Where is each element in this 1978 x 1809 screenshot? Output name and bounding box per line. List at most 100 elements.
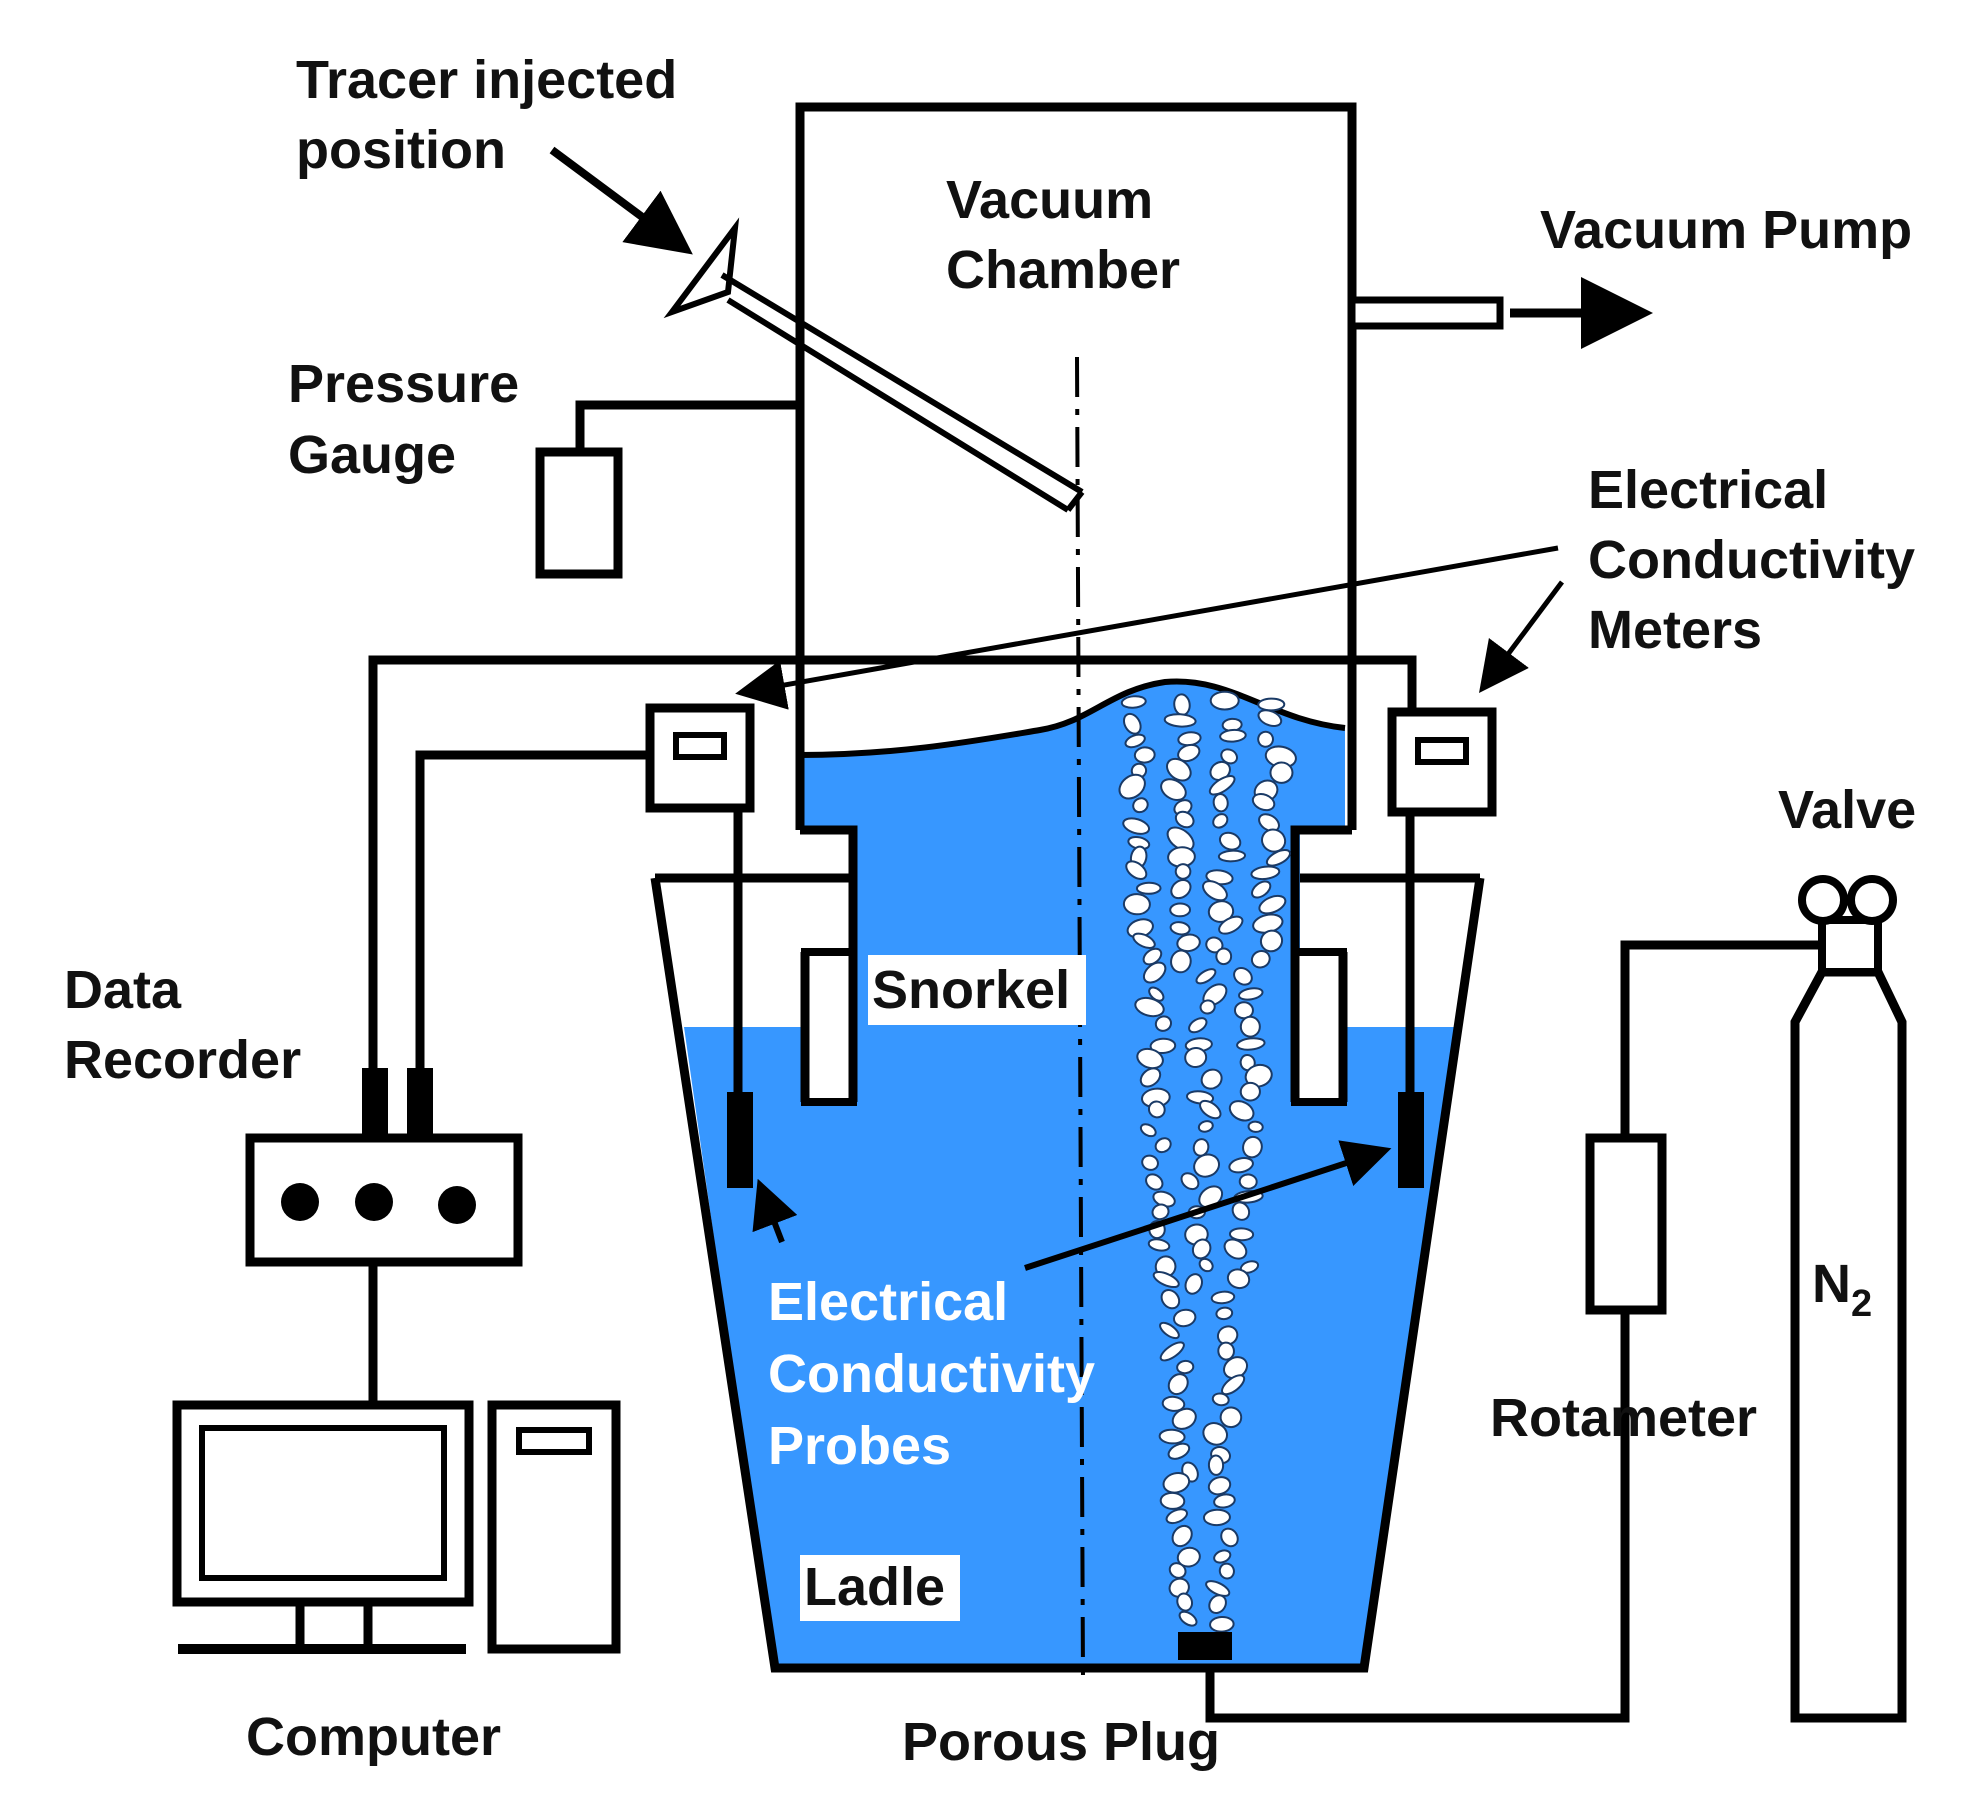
bubble <box>1163 713 1197 728</box>
bubble <box>1133 746 1156 764</box>
bubble <box>1242 1135 1263 1159</box>
bubble <box>1258 894 1287 915</box>
bubble <box>1168 1562 1187 1579</box>
bubble <box>1211 1392 1230 1407</box>
chamber-free-surface <box>799 678 1346 758</box>
tracer-arrow <box>549 146 693 255</box>
bubble <box>1171 1407 1197 1430</box>
bubble <box>1215 947 1233 966</box>
bubble <box>1132 932 1156 950</box>
bubble <box>1122 712 1142 735</box>
bubble <box>1136 1047 1164 1070</box>
bubble <box>1174 810 1195 829</box>
bubble <box>1215 1306 1234 1321</box>
bubble <box>1184 1046 1208 1069</box>
bubble <box>1236 1037 1266 1051</box>
porous-plug <box>1178 1632 1232 1660</box>
ec-probe-left <box>727 1092 753 1188</box>
bubble <box>1244 1063 1273 1088</box>
vacuum-chamber-label-line2: Chamber <box>946 240 1180 300</box>
bubble <box>1233 966 1253 986</box>
bubble <box>1219 728 1247 743</box>
probes-arrow-left <box>752 1178 798 1244</box>
bubble <box>1176 1592 1194 1612</box>
bubble <box>1141 1154 1159 1171</box>
snorkel-left-wall <box>801 948 857 1106</box>
bubble <box>1238 987 1264 1001</box>
tracer-label-line1: Tracer injected <box>296 50 677 110</box>
bubble <box>1176 1359 1195 1375</box>
bubble <box>1198 1257 1214 1273</box>
bubble <box>1217 849 1247 863</box>
bubble <box>1170 879 1192 900</box>
bubble <box>1159 1321 1180 1340</box>
bubble <box>1147 1238 1171 1252</box>
bubble <box>1207 1476 1232 1496</box>
bubble <box>1220 1527 1239 1548</box>
bubble <box>1257 709 1283 727</box>
valve-label: Valve <box>1778 780 1916 840</box>
bubble <box>1218 915 1244 935</box>
bubble <box>1162 1471 1191 1494</box>
ladle-label-bg <box>800 1555 960 1621</box>
bubble <box>1161 1395 1186 1412</box>
pressure-gauge-label-line2: Gauge <box>288 425 456 485</box>
bubble <box>1251 880 1272 899</box>
ec-meters-label-line2: Conductivity <box>1588 530 1915 590</box>
ec-probes-label-line3: Probes <box>768 1416 951 1476</box>
bubble <box>1177 743 1201 763</box>
bubble <box>1218 831 1242 851</box>
bubble <box>1239 1081 1261 1102</box>
bubble <box>1219 1406 1243 1429</box>
bubble <box>1151 1203 1170 1221</box>
bubble <box>1257 697 1286 712</box>
gas-supply-line <box>1178 940 1822 1723</box>
meters-arrow-right <box>1479 580 1565 694</box>
bubble <box>1134 996 1165 1018</box>
bubble <box>1250 949 1271 969</box>
bubble <box>1167 1442 1191 1460</box>
bubble <box>1195 968 1217 985</box>
bubble <box>1251 793 1276 812</box>
computer-icon <box>172 1400 621 1654</box>
bubble <box>1158 1428 1186 1445</box>
bubble <box>1192 1138 1210 1157</box>
bubble <box>1210 1290 1236 1305</box>
bubble <box>1199 999 1216 1015</box>
bubble <box>1125 860 1148 880</box>
bubble <box>1167 1373 1189 1396</box>
bubble <box>1154 1137 1172 1154</box>
bubble <box>1269 761 1294 784</box>
bubble <box>1209 690 1240 711</box>
bubble <box>1228 1157 1254 1174</box>
vacuum-chamber <box>795 102 1357 1102</box>
bubble <box>1174 863 1192 880</box>
bubble <box>1124 733 1146 749</box>
bubble <box>1208 775 1236 796</box>
gas-cylinder-icon <box>1790 916 1907 1723</box>
n2-label: N2 <box>1812 1254 1872 1325</box>
bubble <box>1148 986 1165 1002</box>
pressure-gauge <box>535 400 800 579</box>
bubble <box>1223 1238 1248 1260</box>
bubble <box>1166 826 1195 852</box>
ladle <box>650 873 1485 1673</box>
snorkel-right-wall <box>1291 948 1347 1106</box>
bubble <box>1205 1580 1231 1597</box>
bubble <box>1160 778 1187 801</box>
porous-plug-label: Porous Plug <box>902 1712 1220 1772</box>
data-recorder-label-line1: Data <box>64 960 182 1020</box>
bubble <box>1202 880 1228 902</box>
n2-sub: 2 <box>1851 1283 1872 1325</box>
wire-right-meter <box>368 655 1417 1070</box>
ladle-label: Ladle <box>804 1557 945 1617</box>
bubble <box>1218 1562 1235 1580</box>
ec-probes-label-line1: Electrical <box>768 1272 1008 1332</box>
pressure-gauge-label-line1: Pressure <box>288 354 519 414</box>
bubble <box>1184 1273 1203 1295</box>
bubble <box>1122 817 1151 835</box>
vacuum-pump-pipe <box>1348 277 1653 349</box>
bubble <box>1139 1067 1162 1088</box>
vacuum-chamber-label-line1: Vacuum <box>946 170 1153 230</box>
